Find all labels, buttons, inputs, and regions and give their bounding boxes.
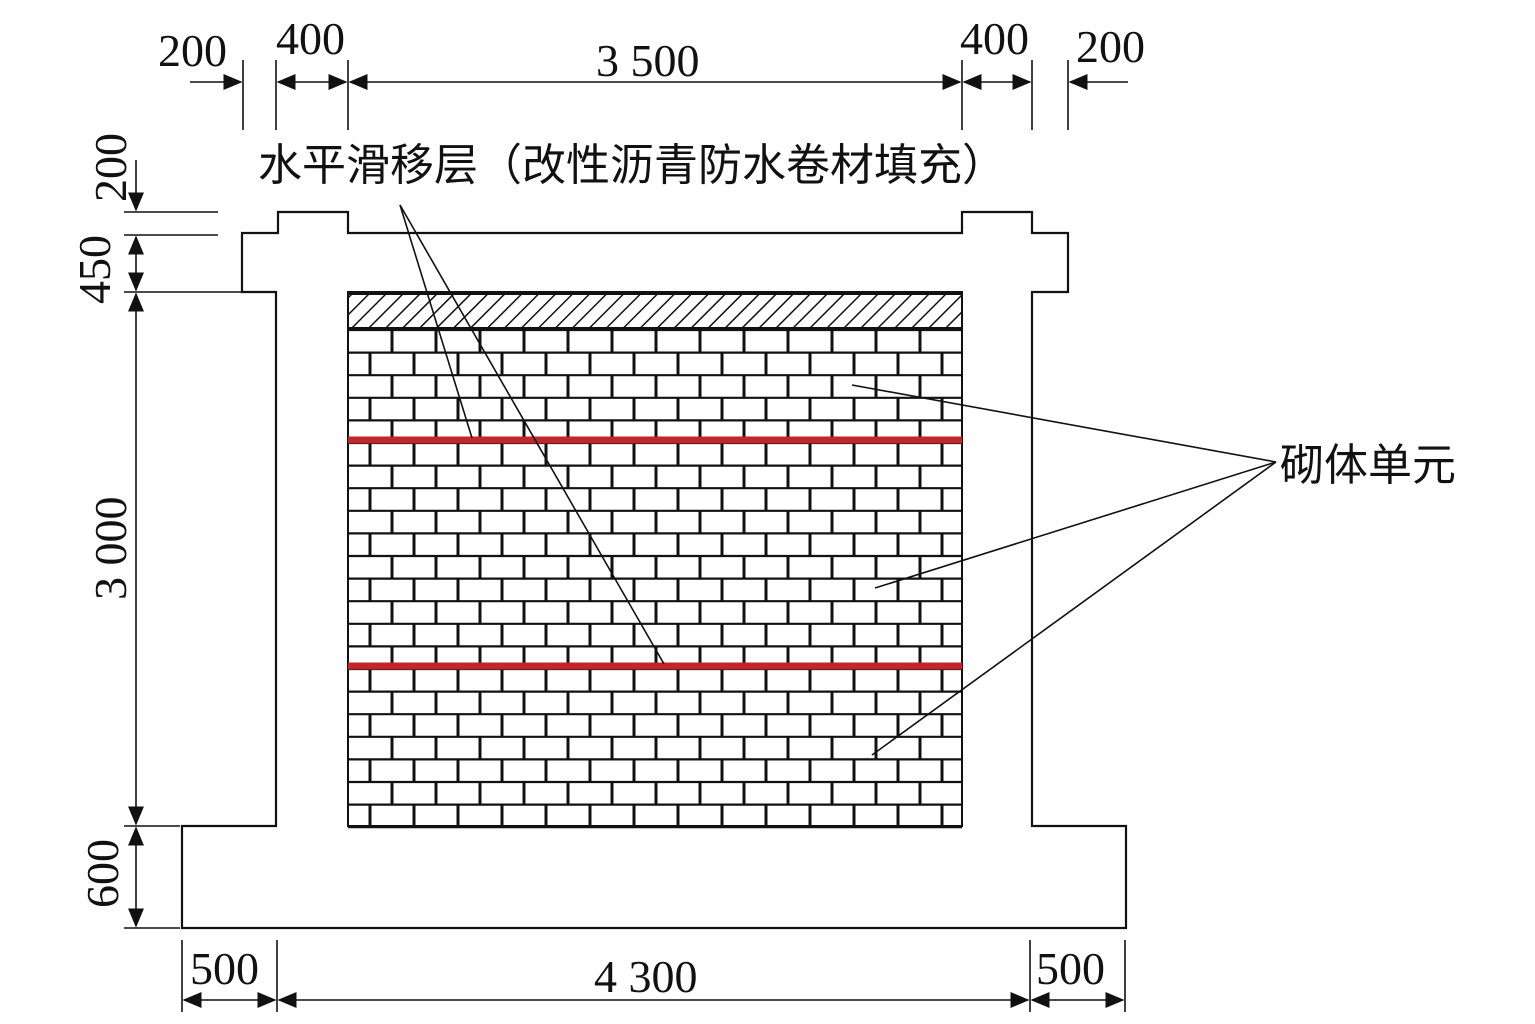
dim-bottom-4300: 4 300 [594,951,698,1002]
dim-bottom-500-left: 500 [190,943,259,994]
label-masonry-unit: 砌体单元 [1280,440,1456,491]
dim-top-400-left: 400 [276,13,345,64]
label-sliding-layer: 水平滑移层（改性沥青防水卷材填充） [258,140,1006,191]
leader-line-masonry-3 [871,461,1277,756]
leader-line-masonry-2 [874,461,1277,589]
dim-top-200-right: 200 [1076,21,1145,72]
top-sliding-layer-hatch [347,293,963,329]
leader-line-sliding-1 [399,204,473,439]
bottom-dimension-chain [181,940,1126,1012]
top-dimension-chain [190,60,1128,130]
dim-bottom-500-right: 500 [1036,943,1105,994]
dim-left-3000: 3 000 [85,497,136,601]
dim-top-200-left: 200 [158,25,227,76]
dim-top-400-right: 400 [960,13,1029,64]
dim-left-450: 450 [69,235,120,304]
dim-top-3500: 3 500 [596,35,700,86]
dim-left-200: 200 [85,133,136,202]
leader-line-sliding-2 [399,204,665,665]
dim-left-600: 600 [77,839,128,908]
leader-line-masonry-1 [851,384,1277,463]
left-dimension-chain [124,160,244,929]
